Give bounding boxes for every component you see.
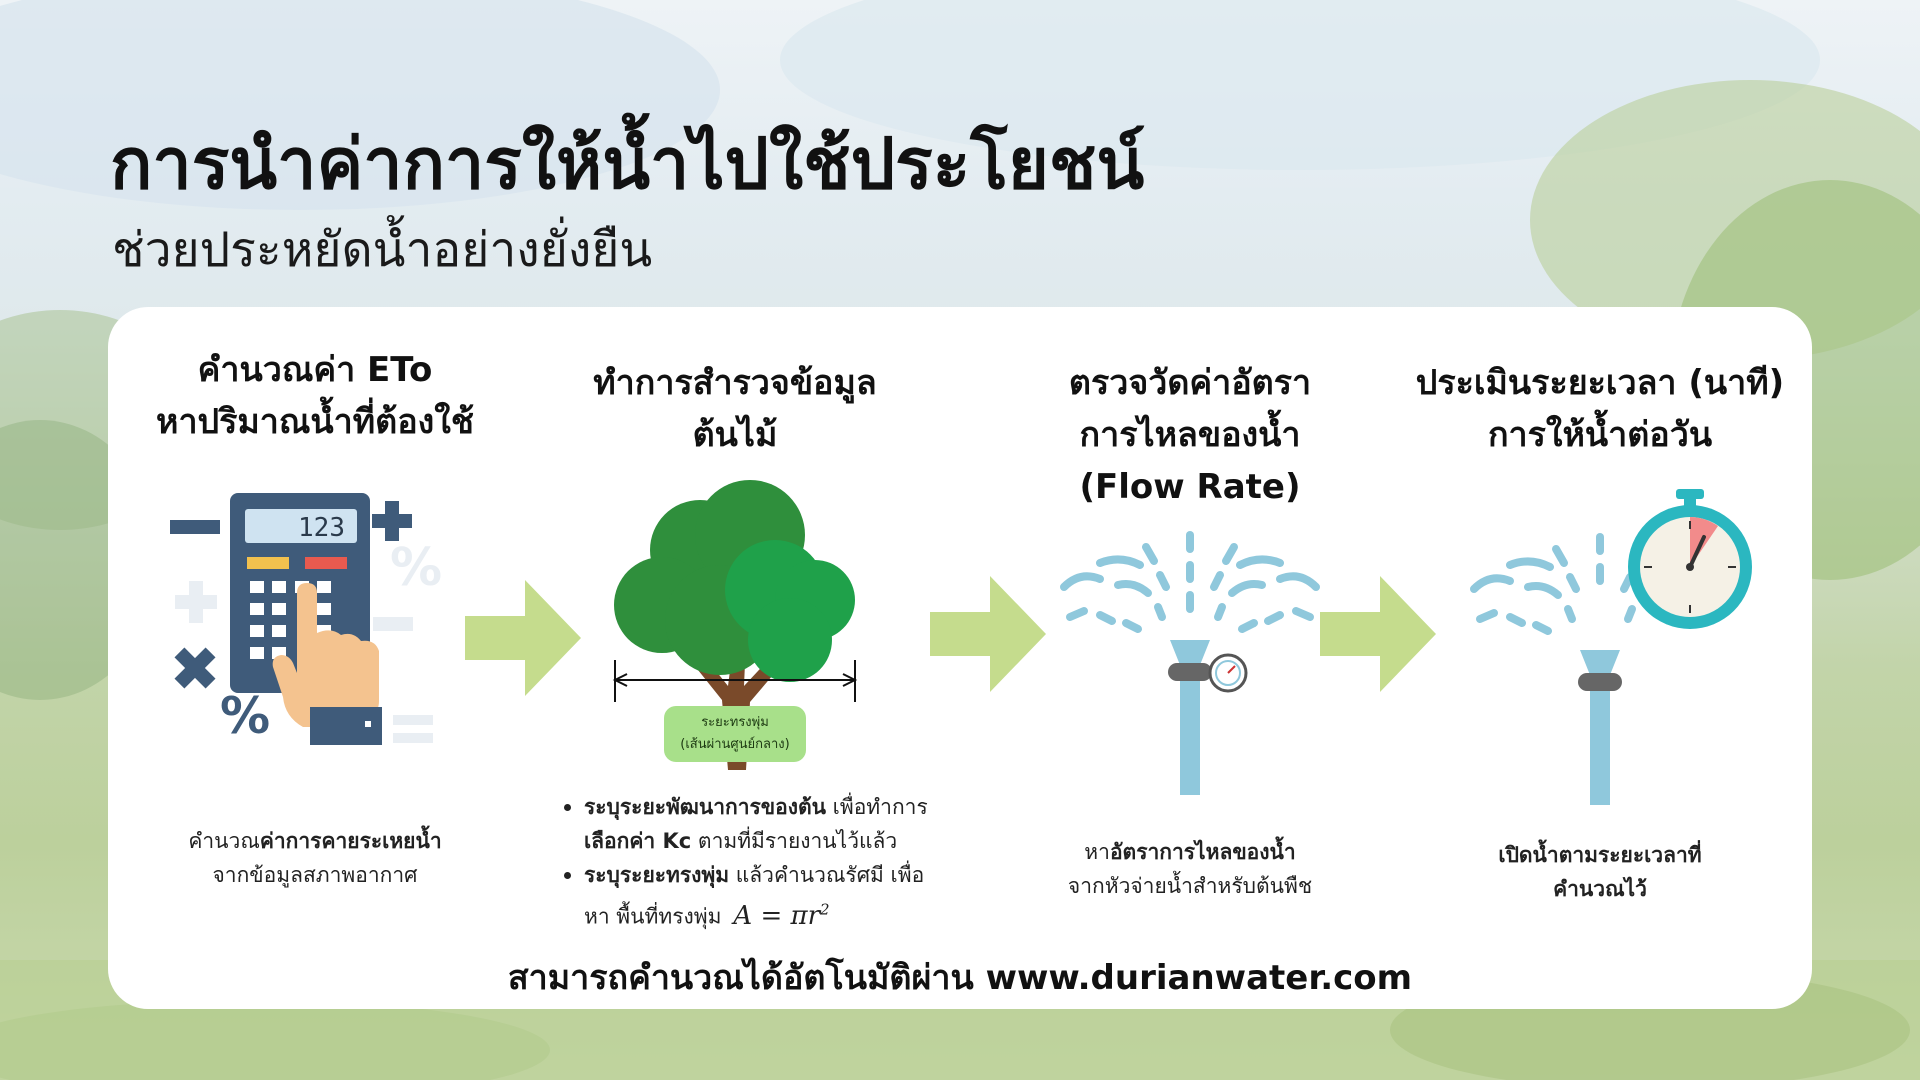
svg-text:%: % [390,538,442,598]
sprinkler-gauge-icon [1060,531,1320,795]
arrow-right-icon [930,576,1046,692]
footer-website-note: สามารถคำนวณได้อัตโนมัติผ่าน www.durianwa… [507,958,1413,998]
canopy-diameter-label: ระยะทรงพุ่ม (เส้นผ่านศูนย์กลาง) [664,706,806,762]
step-4-title: ประเมินระยะเวลา (นาที) การให้น้ำต่อวัน [1415,363,1785,455]
step-2-bullets: ระบุระยะพัฒนาการของต้น เพื่อทำการ เลือกค… [558,790,978,934]
tree-icon [612,480,858,770]
step-2-title: ทำการสำรวจข้อมูล ต้นไม้ [593,363,877,455]
arrow-right-icon [465,580,581,696]
step-1-title: คำนวณค่า ETo หาปริมาณน้ำที่ต้องใช้ [156,350,474,442]
step-4-description: เปิดน้ำตามระยะเวลาที่ คำนวณไว้ [1498,843,1702,901]
step-1-description: คำนวณค่าการคายระเหยน้ำ จากข้อมูลสภาพอากา… [188,829,442,887]
calculator-icon: % % 123 [170,493,442,745]
process-card [108,307,1812,1009]
step-3-description: หาอัตราการไหลของน้ำ จากหัวจ่ายน้ำสำหรับต… [1067,840,1313,898]
arrow-right-icon [1320,576,1436,692]
svg-text:123: 123 [298,513,345,543]
sprinkler-stopwatch-icon [1470,489,1752,805]
page-subtitle: ช่วยประหยัดน้ำอย่างยั่งยืน [112,222,653,278]
page-title: การนำค่าการให้น้ำไปใช้ประโยชน์ [110,123,1145,205]
list-item: ระบุระยะทรงพุ่ม แล้วคำนวณรัศมี เพื่อ หา … [558,858,978,934]
list-item: ระบุระยะพัฒนาการของต้น เพื่อทำการ เลือกค… [558,790,978,858]
area-formula: A = πr2 [733,900,830,931]
step-3-title: ตรวจวัดค่าอัตรา การไหลของน้ำ (Flow Rate) [1068,363,1312,507]
svg-text:%: % [220,687,270,745]
